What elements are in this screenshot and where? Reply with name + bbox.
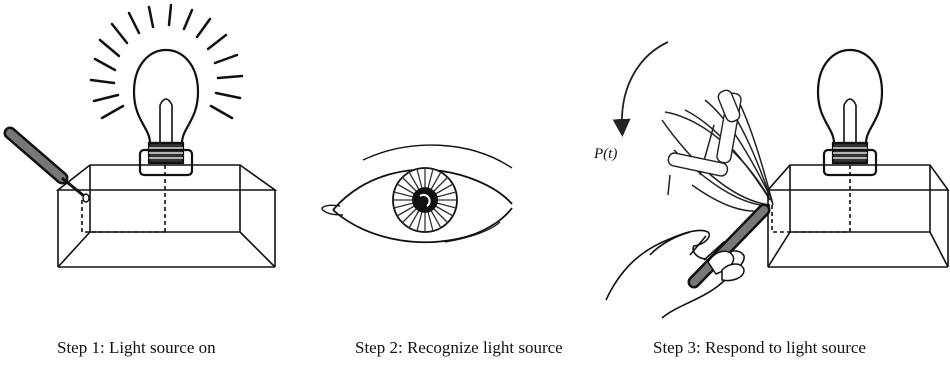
probe-ghost-icon bbox=[667, 89, 742, 178]
eye-icon bbox=[322, 145, 512, 242]
light-box bbox=[768, 165, 948, 267]
trajectory-label: P(t) bbox=[594, 146, 617, 163]
light-box bbox=[58, 165, 275, 267]
step3-illustration bbox=[606, 42, 948, 318]
step1-illustration bbox=[10, 5, 275, 267]
probe-stick-icon bbox=[10, 133, 89, 202]
light-bulb-icon bbox=[818, 50, 882, 175]
light-bulb-icon bbox=[134, 50, 198, 175]
step1-caption: Step 1: Light source on bbox=[57, 338, 216, 358]
trajectory-arrow bbox=[622, 42, 668, 128]
step2-caption: Step 2: Recognize light source bbox=[355, 338, 563, 358]
step3-caption: Step 3: Respond to light source bbox=[653, 338, 866, 358]
